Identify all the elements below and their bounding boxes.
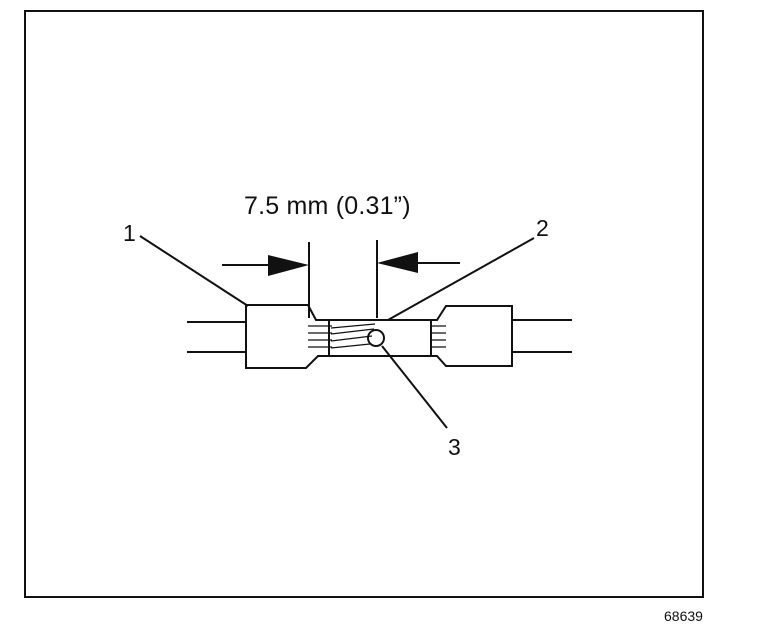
left-wire-strands	[308, 325, 332, 348]
leader-line-3	[381, 345, 448, 429]
callout-1-insulation: 1	[123, 220, 136, 246]
leader-line-1	[139, 235, 249, 307]
dimension-label: 7.5 mm (0.31”)	[244, 192, 411, 220]
diagram-frame	[24, 10, 704, 598]
dimension-arrowhead-right	[377, 252, 418, 273]
dimension-arrowhead-left	[268, 255, 309, 276]
callout-2-splice-barrel: 2	[536, 215, 549, 241]
splice-barrel	[328, 319, 432, 357]
barrel-wire-strands	[330, 323, 376, 349]
left-insulation-sleeve	[245, 304, 334, 369]
figure-number: 68639	[664, 608, 703, 624]
inspection-hole	[367, 329, 385, 347]
callout-3-inspection-hole: 3	[448, 434, 461, 460]
leader-line-2	[387, 237, 535, 321]
right-wire-strands	[431, 325, 446, 348]
right-insulation-sleeve	[431, 305, 513, 367]
